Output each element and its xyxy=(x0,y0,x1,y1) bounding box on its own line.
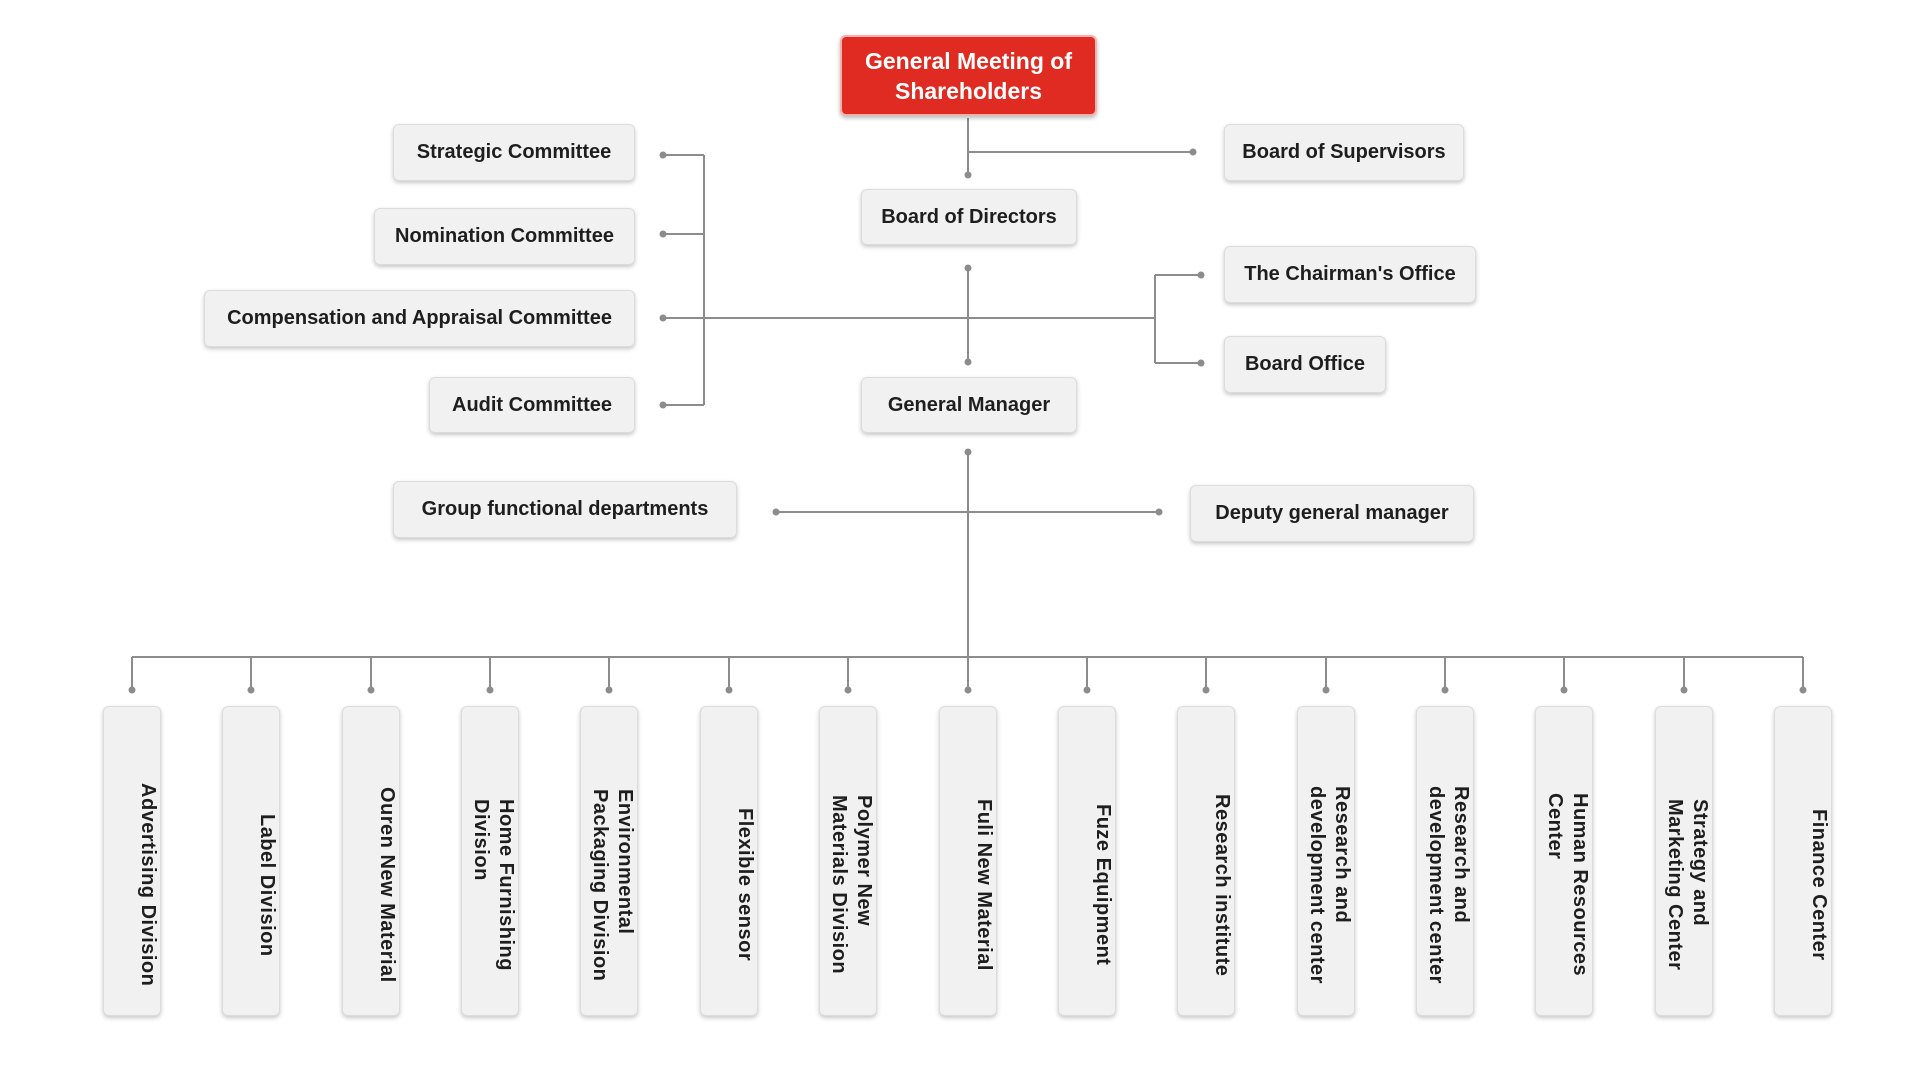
board-office-box[interactable]: Board Office xyxy=(1224,336,1386,393)
board-office-label: Board Office xyxy=(1244,353,1366,375)
general-meeting-of-shareholders-label: General Meeting of Shareholders xyxy=(864,47,1073,104)
division-box-15[interactable]: Finance Center xyxy=(1774,706,1832,1016)
board-of-directors-box[interactable]: Board of Directors xyxy=(861,189,1077,245)
division-box-12[interactable]: Research and development center xyxy=(1416,706,1474,1016)
division-box-5[interactable]: Environmental Packaging Division xyxy=(580,706,638,1016)
division-box-3[interactable]: Ouren New Material xyxy=(342,706,400,1016)
division-label-10: Research institute xyxy=(1211,793,1233,977)
division-box-1[interactable]: Advertising Division xyxy=(103,706,161,1016)
general-meeting-of-shareholders-box[interactable]: General Meeting of Shareholders xyxy=(840,35,1097,116)
compensation-and-appraisal-committee-box[interactable]: Compensation and Appraisal Committee xyxy=(204,290,635,347)
division-label-14: Strategy and Marketing Center xyxy=(1664,799,1711,971)
division-connector-dot-9 xyxy=(1083,686,1091,694)
division-box-10[interactable]: Research institute xyxy=(1177,706,1235,1016)
division-label-6: Flexible sensor xyxy=(734,808,756,962)
nomination-committee-label: Nomination Committee xyxy=(395,225,614,247)
division-label-9: Fuze Equipment xyxy=(1092,804,1114,966)
general-manager-box[interactable]: General Manager xyxy=(861,377,1077,433)
division-box-9[interactable]: Fuze Equipment xyxy=(1058,706,1116,1016)
division-box-2[interactable]: Label Division xyxy=(222,706,280,1016)
chairmans-office-box[interactable]: The Chairman's Office xyxy=(1224,246,1476,303)
strategic-committee-label: Strategic Committee xyxy=(416,141,612,163)
division-box-14[interactable]: Strategy and Marketing Center xyxy=(1655,706,1713,1016)
division-connector-dot-11 xyxy=(1322,686,1330,694)
nomination-committee-box[interactable]: Nomination Committee xyxy=(374,208,635,265)
division-box-6[interactable]: Flexible sensor xyxy=(700,706,758,1016)
division-label-1: Advertising Division xyxy=(137,783,159,987)
division-box-4[interactable]: Home Furnishing Division xyxy=(461,706,519,1016)
division-label-5: Environmental Packaging Division xyxy=(589,788,636,982)
division-connector-dot-12 xyxy=(1441,686,1449,694)
deputy-general-manager-label: Deputy general manager xyxy=(1215,502,1449,524)
division-label-2: Label Division xyxy=(256,813,278,957)
division-box-7[interactable]: Polymer New Materials Division xyxy=(819,706,877,1016)
general-manager-label: General Manager xyxy=(887,393,1051,416)
division-connector-dot-7 xyxy=(844,686,852,694)
division-connector-dot-13 xyxy=(1560,686,1568,694)
division-label-8: Fuli New Material xyxy=(973,799,995,971)
division-box-13[interactable]: Human Resources Center xyxy=(1535,706,1593,1016)
division-label-3: Ouren New Material xyxy=(376,787,398,983)
division-connector-dot-6 xyxy=(725,686,733,694)
division-connector-dot-3 xyxy=(367,686,375,694)
strategic-committee-box[interactable]: Strategic Committee xyxy=(393,124,635,181)
audit-committee-label: Audit Committee xyxy=(452,393,612,416)
division-box-8[interactable]: Fuli New Material xyxy=(939,706,997,1016)
division-connector-dot-8 xyxy=(964,686,972,694)
division-label-11: Research and development center xyxy=(1306,786,1353,984)
chairmans-office-label: The Chairman's Office xyxy=(1244,263,1456,285)
division-connector-dot-5 xyxy=(605,686,613,694)
division-label-4: Home Furnishing Division xyxy=(470,799,517,971)
division-label-7: Polymer New Materials Division xyxy=(828,795,875,975)
audit-committee-box[interactable]: Audit Committee xyxy=(429,377,635,433)
division-label-12: Research and development center xyxy=(1425,786,1472,984)
division-connector-dot-2 xyxy=(247,686,255,694)
board-of-supervisors-box[interactable]: Board of Supervisors xyxy=(1224,124,1464,181)
division-box-11[interactable]: Research and development center xyxy=(1297,706,1355,1016)
board-of-supervisors-label: Board of Supervisors xyxy=(1242,141,1446,163)
board-of-directors-label: Board of Directors xyxy=(881,205,1057,228)
division-connector-dot-1 xyxy=(128,686,136,694)
division-connector-dot-4 xyxy=(486,686,494,694)
division-connector-dot-10 xyxy=(1202,686,1210,694)
division-connector-dot-15 xyxy=(1799,686,1807,694)
deputy-general-manager-box[interactable]: Deputy general manager xyxy=(1190,485,1474,542)
division-connector-dot-14 xyxy=(1680,686,1688,694)
group-functional-departments-box[interactable]: Group functional departments xyxy=(393,481,737,538)
compensation-and-appraisal-committee-label: Compensation and Appraisal Committee xyxy=(227,307,612,329)
group-functional-departments-label: Group functional departments xyxy=(421,498,709,520)
division-label-13: Human Resources Center xyxy=(1544,793,1591,977)
division-label-15: Finance Center xyxy=(1808,809,1830,961)
